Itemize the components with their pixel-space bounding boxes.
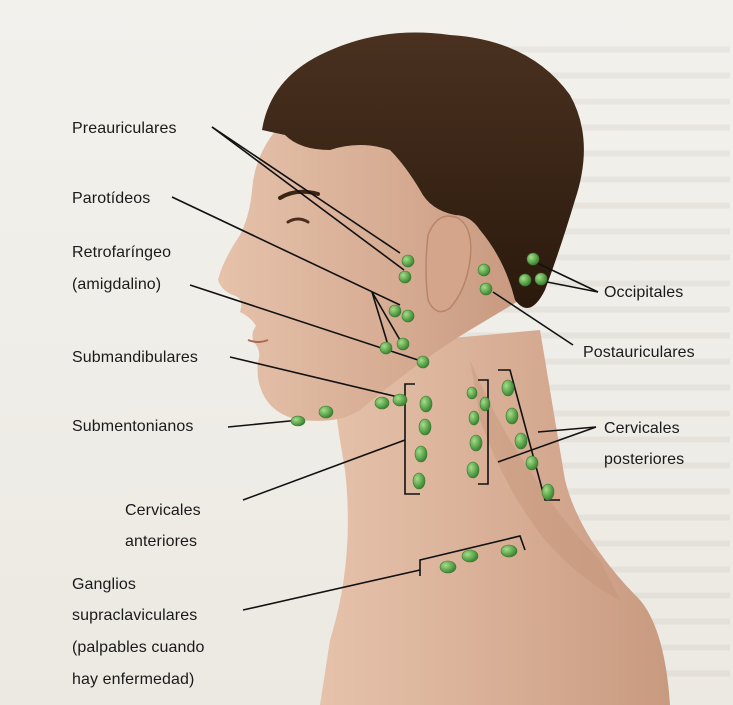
label-ganglios-line1: Ganglios [72,572,136,597]
node-cervical-posterior [480,397,490,411]
node-submentoniano [291,416,305,426]
node-supraclavicular [462,550,478,562]
node-occipital [527,253,539,265]
label-submandibulares: Submandibulares [72,345,198,370]
node-preauricular [402,255,414,267]
node-supraclavicular [501,545,517,557]
node-cervical-anterior [413,473,425,489]
node-retrofaringeo [417,356,429,368]
node-parotideo [389,305,401,317]
node-cervical-anterior [420,396,432,412]
node-occipital [519,274,531,286]
label-occipitales: Occipitales [604,280,683,305]
label-retrofaringeo-line1: Retrofaríngeo [72,240,171,265]
node-supraclavicular [440,561,456,573]
label-parotideos: Parotídeos [72,186,150,211]
node-submentoniano [319,406,333,418]
node-postauricular [478,264,490,276]
node-preauricular [399,271,411,283]
label-retrofaringeo-line2: (amigdalino) [72,272,161,297]
label-ganglios-line3: (palpables cuando [72,635,204,660]
node-cervical-posterior [469,411,479,425]
node-cervical-posterior [515,433,527,449]
label-postauriculares: Postauriculares [583,340,695,365]
node-parotideo [380,342,392,354]
node-cervical-posterior [470,435,482,451]
node-cervical-posterior [506,408,518,424]
node-occipital [535,273,547,285]
label-ganglios-line2: supraclaviculares [72,603,197,628]
label-cervicales-anteriores-line1: Cervicales [125,498,201,523]
label-ganglios-line4: hay enfermedad) [72,667,194,692]
line-submentonianos [228,420,300,427]
label-preauriculares: Preauriculares [72,116,177,141]
node-cervical-posterior [526,456,538,470]
node-cervical-anterior [415,446,427,462]
node-submandibular [375,397,389,409]
node-postauricular [480,283,492,295]
node-parotideo [397,338,409,350]
node-cervical-posterior [502,380,514,396]
label-cervicales-anteriores-line2: anteriores [125,529,197,554]
label-cervicales-posteriores-line2: posteriores [604,447,684,472]
node-cervical-posterior [467,462,479,478]
node-parotideo [402,310,414,322]
label-cervicales-posteriores-line1: Cervicales [604,416,680,441]
line-occipitales-2 [542,281,598,292]
label-submentonianos: Submentonianos [72,414,194,439]
node-cervical-posterior [542,484,554,500]
node-cervical-anterior [419,419,431,435]
node-submandibular [393,394,407,406]
node-cervical-posterior [467,387,477,399]
